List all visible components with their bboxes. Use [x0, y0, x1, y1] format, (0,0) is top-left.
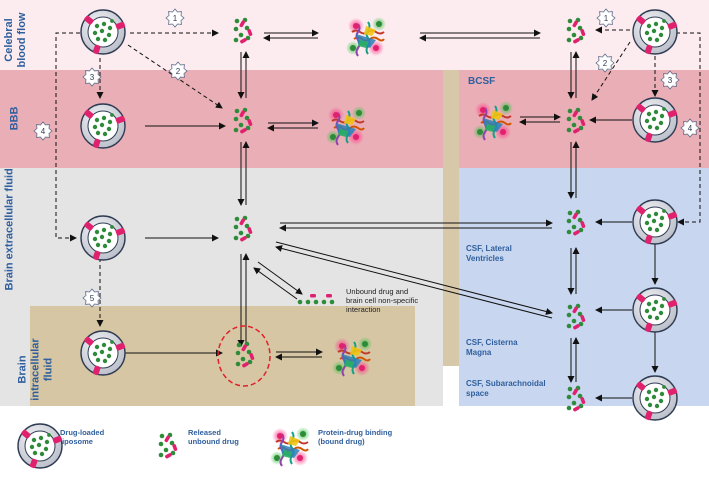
- pathway-number-label: 3: [668, 76, 673, 85]
- protein-drug-binding-icon: [325, 105, 367, 146]
- released-drug-icon: [566, 17, 586, 45]
- pathway-number-label: 2: [176, 67, 181, 76]
- liposome-icon: [632, 97, 679, 144]
- protein-drug-binding-icon: [472, 100, 514, 141]
- liposome-icon: [632, 375, 679, 422]
- liposome-icon: [80, 330, 127, 377]
- released-drug-icon: [566, 385, 586, 413]
- pathway-number-label: 4: [41, 127, 46, 136]
- legend-released-drug-icon: [158, 432, 178, 460]
- bcsf-separator: [443, 70, 459, 366]
- csf-lateral-ventricles-label: CSF, Lateral Ventricles: [466, 244, 512, 263]
- arrows-dashed: [55, 26, 701, 327]
- liposome-icon: [632, 287, 679, 334]
- released-drug-icon: [233, 17, 253, 45]
- non-specific-interaction-note: Unbound drug and brain cell non-specific…: [346, 287, 419, 314]
- csf-subarachnoidal-label: CSF, Subarachnoidal space: [466, 379, 546, 398]
- released-drug-icon: [235, 341, 255, 369]
- pathway-number-label: 2: [603, 59, 608, 68]
- pathway-number-label: 1: [604, 14, 609, 23]
- bcsf-label: BCSF: [468, 76, 496, 87]
- legend-protein-binding-icon: [269, 426, 311, 467]
- legend-liposome-icon: [17, 423, 64, 470]
- released-drug-icon: [566, 107, 586, 135]
- released-drug-icon: [566, 303, 586, 331]
- arrows-solid: [125, 29, 659, 402]
- csf-cisterna-magna-label: CSF, Cisterna Magna: [466, 338, 518, 357]
- pathway-number-label: 3: [90, 73, 95, 82]
- nonspecific-drug-row-icon: [297, 294, 335, 305]
- pathway-number-label: 1: [173, 14, 178, 23]
- liposome-icon: [632, 199, 679, 246]
- legend-liposome-label: Drug-loaded liposome: [60, 428, 105, 446]
- pathway-number-label: 5: [90, 294, 95, 303]
- protein-drug-binding-icon: [345, 16, 387, 57]
- liposome-icon: [80, 103, 127, 150]
- liposome-icon: [632, 9, 679, 56]
- released-drug-icon: [233, 107, 253, 135]
- released-drug-icon: [566, 209, 586, 237]
- legend-protein-binding-label: Protein-drug binding (bound drug): [318, 428, 393, 446]
- liposome-icon: [80, 9, 127, 56]
- pathway-number-label: 4: [688, 124, 693, 133]
- intracellular-drug-highlight: [217, 325, 271, 387]
- protein-drug-binding-icon: [331, 336, 373, 377]
- legend-released-drug-label: Released unbound drug: [188, 428, 239, 446]
- liposome-icon: [80, 215, 127, 262]
- released-drug-icon: [233, 215, 253, 243]
